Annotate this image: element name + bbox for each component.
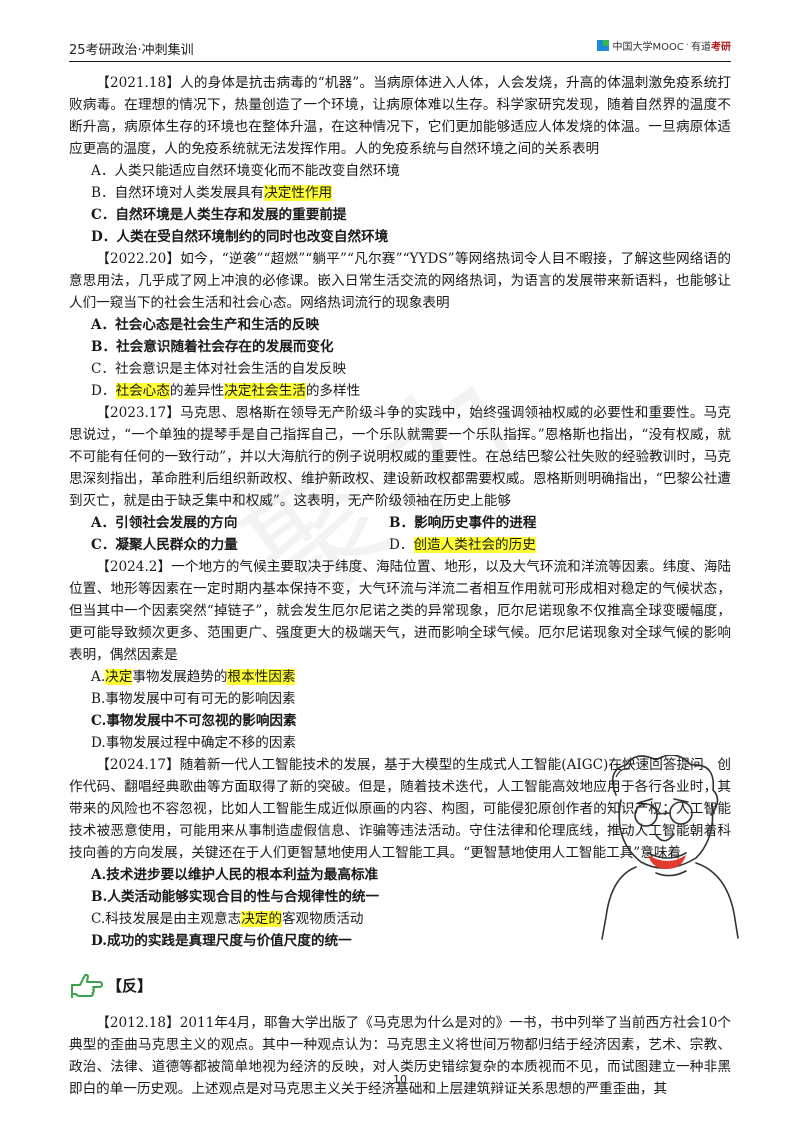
- highlight-mark: 决定: [105, 669, 133, 685]
- option-d: D．人类在受自然环境制约的同时也改变自然环境: [91, 229, 389, 245]
- logo-kaoyan-text: 考研: [711, 42, 731, 53]
- options-row: A．引领社会发展的方向 B．影响历史事件的进程: [69, 512, 731, 534]
- cartoon-mascot-illustration: [601, 755, 739, 940]
- question-stem-2022-20: 【2022.20】如今，“逆袭”“超燃”“躺平”“凡尔赛”“YYDS”等网络热词…: [69, 251, 731, 311]
- question-stem-2012-18: 【2012.18】2011年4月，耶鲁大学出版了《马克思为什么是对的》一书，书中…: [69, 1015, 731, 1097]
- header-title: 25考研政治·冲刺集训: [69, 43, 194, 58]
- brand-logo: 中国大学MOOC · 有道 考研: [597, 38, 731, 53]
- option-b: B．影响历史事件的进程: [389, 515, 537, 531]
- option-a: A．引领社会发展的方向: [91, 515, 238, 531]
- logo-icourse-text: 中国大学MOOC: [612, 42, 684, 53]
- option-c: C．凝聚人民群众的力量: [91, 537, 238, 553]
- pointing-hand-icon: [71, 973, 103, 998]
- logo-separator: ·: [685, 40, 689, 51]
- option-c: C．自然环境是人类生存和发展的重要前提: [91, 207, 347, 223]
- highlight-mark: 决定的: [241, 911, 282, 927]
- options-row: C．凝聚人民群众的力量 D．创造人类社会的历史: [69, 534, 731, 556]
- page-content: 【2021.18】人的身体是抗击病毒的“机器”。当病原体进入人体，人会发烧，升高…: [69, 72, 731, 1100]
- highlight-mark: 决定性作用: [264, 185, 333, 201]
- question-stem-2024-2: 【2024.2】一个地方的气候主要取决于纬度、海陆位置、地形，以及大气环流和洋流…: [69, 559, 731, 663]
- option-c: C．社会意识是主体对社会生活的自发反映: [91, 361, 347, 377]
- option-a: A.决定事物发展趋势的根本性因素: [91, 669, 296, 685]
- option-b: B．自然环境对人类发展具有决定性作用: [91, 185, 333, 201]
- option-c: C.事物发展中不可忽视的影响因素: [91, 713, 297, 729]
- option-d: D.事物发展过程中确定不移的因素: [91, 735, 297, 751]
- option-b: B.人类活动能够实现合目的性与合规律性的统一: [91, 889, 380, 905]
- highlight-mark: 社会心态: [115, 383, 170, 399]
- option-c: C.科技发展是由主观意志决定的客观物质活动: [91, 911, 364, 927]
- option-d: D.成功的实践是真理尺度与价值尺度的统一: [91, 933, 352, 949]
- option-a: A．人类只能适应自然环境变化而不能改变自然环境: [91, 163, 400, 179]
- page-number: 10: [393, 1073, 407, 1086]
- option-b: B.事物发展中可有可无的影响因素: [91, 691, 296, 707]
- question-stem-2023-17: 【2023.17】马克思、恩格斯在领导无产阶级斗争的实践中，始终强调领袖权威的必…: [69, 405, 731, 509]
- option-a: A．社会心态是社会生产和生活的反映: [91, 317, 320, 333]
- question-stem-2021-18: 【2021.18】人的身体是抗击病毒的“机器”。当病原体进入人体，人会发烧，升高…: [69, 75, 731, 157]
- option-a: A.技术进步要以维护人民的根本利益为最高标准: [91, 867, 379, 883]
- option-b: B．社会意识随着社会存在的发展而变化: [91, 339, 334, 355]
- mooc-logo-icon: [597, 40, 610, 51]
- logo-youdao-text: 有道: [691, 42, 711, 53]
- option-d: D．创造人类社会的历史: [389, 537, 536, 553]
- section-heading: 【反】: [69, 966, 731, 1006]
- header-divider: [69, 61, 731, 62]
- highlight-mark: 根本性因素: [227, 669, 296, 685]
- question-stem-2024-17: 【2024.17】随着新一代人工智能技术的发展，基于大模型的生成式人工智能(AI…: [69, 757, 731, 861]
- section-label: 【反】: [107, 977, 153, 995]
- page-header: 25考研政治·冲刺集训 中国大学MOOC · 有道 考研: [0, 0, 800, 66]
- option-d: D．社会心态的差异性决定社会生活的多样性: [91, 383, 361, 399]
- highlight-mark: 决定社会生活: [224, 383, 306, 399]
- highlight-mark: 创造人类社会的历史: [413, 537, 536, 553]
